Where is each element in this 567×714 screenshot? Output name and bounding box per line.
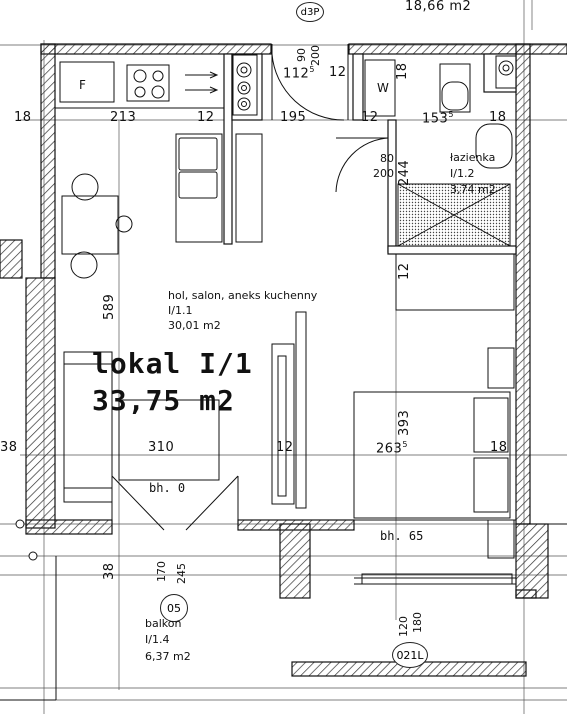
dim-170: 170 [155,561,168,582]
balcony-room-id: I/1.4 [145,633,170,646]
axis-markers [15,519,38,561]
doors [111,53,513,585]
unit-area: 33,75 m2 [92,384,235,417]
sill-height-0: bh. 0 [149,481,186,495]
dim-112: 1125 [283,65,315,82]
bath-room-name: łazienka [450,151,496,164]
wardrobe [395,253,515,311]
living-furniture [63,311,307,509]
dim-80: 80 [380,152,394,165]
hall-room-id: I/1.1 [168,304,193,317]
dim-12-mid: 12 [276,440,294,455]
dim-18-top: 18 [395,62,410,80]
sill-height-65: bh. 65 [380,529,424,543]
dim-18-right: 18 [489,110,507,125]
dim-18-mid: 18 [490,440,508,455]
fridge-label: F [79,78,86,92]
dim-310: 310 [148,440,175,455]
dim-18-left: 18 [14,110,32,125]
dim-12-b: 12 [361,110,379,125]
dining-set [61,173,133,279]
bed [353,347,515,559]
dim-213: 213 [110,110,137,125]
dim-393: 393 [397,409,412,436]
dim-12-top: 12 [329,65,347,80]
dim-180: 180 [411,612,424,633]
dim-263: 2635 [376,440,408,457]
bathroom-fixtures [364,55,517,247]
top-area-label: 18,66 m2 [405,0,472,14]
dim-153: 1535 [422,110,454,127]
room-outlines [0,44,567,701]
dim-195: 195 [280,110,307,125]
bath-room-area: 3,74 m2 [450,183,496,196]
dim-245: 245 [175,563,188,584]
unit-title: lokal I/1 [92,347,253,380]
dim-244: 244 [397,159,412,186]
door-tag: d3P [296,2,324,22]
dim-38-left: 38 [0,440,18,455]
exterior-walls [0,43,567,677]
balcony-room-name: balkon [145,617,182,630]
bath-room-id: I/1.2 [450,167,475,180]
dim-90: 90 [295,48,308,62]
dim-589: 589 [102,293,117,320]
window-tag-021: 021L [392,642,428,668]
dim-120: 120 [397,616,410,637]
dim-200-top: 200 [309,45,322,66]
dim-200-door: 200 [373,167,394,180]
washer-label: W [377,81,389,95]
window-tag-05: 05 [160,594,188,622]
dim-12-vert: 12 [397,262,412,280]
hall-room-name: hol, salon, aneks kuchenny [168,289,318,302]
kitchen-counter [54,53,263,243]
hall-room-area: 30,01 m2 [168,319,221,332]
balcony-room-area: 6,37 m2 [145,650,191,663]
dim-38-bottom: 38 [102,562,117,580]
dim-12-a: 12 [197,110,215,125]
